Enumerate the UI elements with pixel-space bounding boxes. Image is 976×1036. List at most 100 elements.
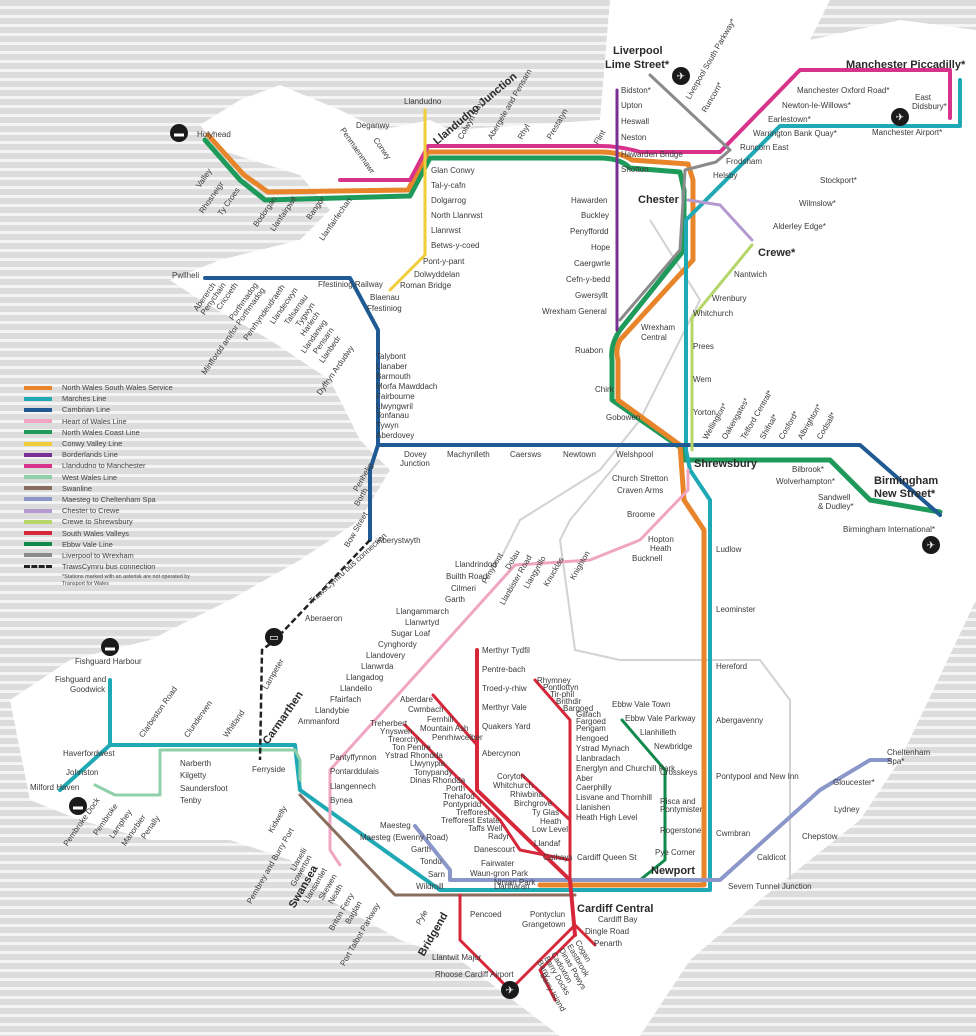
station-label[interactable]: Dinas Rhondda <box>410 776 466 785</box>
station-label[interactable]: Pontymister <box>660 805 703 814</box>
line-conwy-valley[interactable] <box>388 108 427 292</box>
line-marches[interactable] <box>58 78 962 892</box>
station-label[interactable]: East <box>915 93 932 102</box>
station-label[interactable]: Warrington Bank Quay* <box>753 129 837 138</box>
station-label[interactable]: Junction <box>400 459 430 468</box>
station-label[interactable]: Pontypool and New Inn <box>716 772 799 781</box>
station-label[interactable]: Manchester Oxford Road* <box>797 86 890 95</box>
station-label[interactable]: Fairwater <box>481 859 515 868</box>
station-label[interactable]: Trefforest Estate <box>441 816 500 825</box>
station-label[interactable]: Whitchurch <box>693 309 733 318</box>
line-valleys-treherbert[interactable] <box>403 723 572 862</box>
line-liverpool-wrexham[interactable] <box>618 73 732 322</box>
station-label[interactable]: Cardiff Bay <box>598 915 637 924</box>
station-label[interactable]: Narberth <box>180 759 211 768</box>
station-label[interactable]: Llangammarch <box>396 607 449 616</box>
station-label[interactable]: Rhoose Cardiff Airport <box>435 970 514 979</box>
station-label[interactable]: Bucknell <box>632 554 662 563</box>
station-label[interactable]: Leominster <box>716 605 756 614</box>
station-label[interactable]: Caerphilly <box>576 783 612 792</box>
station-label[interactable]: Coryton <box>497 772 525 781</box>
station-label[interactable]: Sandwell <box>818 493 851 502</box>
station-label[interactable]: Cilmeri <box>451 584 476 593</box>
station-label[interactable]: Crosskeys <box>660 768 697 777</box>
station-label[interactable]: Pencoed <box>470 910 502 919</box>
station-label[interactable]: Betws-y-coed <box>431 241 479 250</box>
station-label[interactable]: Manchester Piccadilly* <box>846 59 966 71</box>
station-label[interactable]: Llantwit Major <box>432 953 482 962</box>
station-label[interactable]: Frodsham <box>726 157 762 166</box>
station-label[interactable]: Holyhead <box>197 130 231 139</box>
station-label[interactable]: Penrhiwceiber <box>432 733 483 742</box>
station-label[interactable]: Heath <box>650 544 671 553</box>
line-maesteg-cheltenham[interactable] <box>413 758 892 882</box>
station-label[interactable]: Severn Tunnel Junction <box>728 882 812 891</box>
station-label[interactable]: Milford Haven <box>30 783 79 792</box>
line-valleys-merthyr[interactable] <box>475 648 577 937</box>
station-label[interactable]: Fishguard and <box>55 675 106 684</box>
station-label[interactable]: Prees <box>693 342 714 351</box>
station-label[interactable]: Llwynypia <box>410 759 446 768</box>
station-label[interactable]: Bidston* <box>621 86 651 95</box>
station-label[interactable]: Pontlottyn <box>543 683 579 692</box>
station-label[interactable]: Bilbrook* <box>792 465 824 474</box>
station-label[interactable]: Treherbert <box>370 719 408 728</box>
station-label[interactable]: Tonypandy <box>414 768 453 777</box>
station-label[interactable]: Central <box>641 333 667 342</box>
station-label[interactable]: Crewe* <box>758 247 796 259</box>
station-label[interactable]: Ton Pentre <box>392 743 431 752</box>
station-label[interactable]: Craven Arms <box>617 486 663 495</box>
station-label[interactable]: Maesteg <box>380 821 411 830</box>
line-llandudno-manchester[interactable] <box>338 68 952 182</box>
station-label[interactable]: Tonfanau <box>376 411 409 420</box>
station-label[interactable]: Rogerstone <box>660 826 702 835</box>
station-label[interactable]: Pontypridd <box>443 800 481 809</box>
station-label[interactable]: Dolgarrog <box>431 196 466 205</box>
station-label[interactable]: Garth <box>411 845 431 854</box>
station-label[interactable]: & Dudley* <box>818 502 854 511</box>
line-heart-of-wales[interactable] <box>328 468 690 867</box>
station-label[interactable]: Glan Conwy <box>431 166 475 175</box>
station-label[interactable]: Llanwrda <box>361 662 394 671</box>
station-label[interactable]: Danescourt <box>474 845 516 854</box>
station-label[interactable]: Ruabon <box>575 346 603 355</box>
station-label[interactable]: Fernhill <box>427 715 453 724</box>
station-label[interactable]: Bynea <box>330 796 353 805</box>
station-label[interactable]: Fairbourne <box>376 392 415 401</box>
station-label[interactable]: Ty Glas <box>532 808 559 817</box>
station-label[interactable]: Talybont <box>376 352 407 361</box>
station-label[interactable]: Merthyr Vale <box>482 703 527 712</box>
station-label[interactable]: Deganwy <box>356 121 389 130</box>
station-label[interactable]: Birmingham International* <box>843 525 935 534</box>
station-label[interactable]: Maesteg (Ewenny Road) <box>360 833 448 842</box>
station-label[interactable]: Waun-gron Park <box>470 869 529 878</box>
station-label[interactable]: Pentre-bach <box>482 665 526 674</box>
station-label[interactable]: Tir-phil <box>550 690 574 699</box>
station-label[interactable]: Hereford <box>716 662 747 671</box>
station-label[interactable]: Chirk <box>595 385 615 394</box>
station-label[interactable]: Pengam <box>576 724 606 733</box>
station-label[interactable]: Helsby <box>713 171 737 180</box>
station-label[interactable]: Llanharan <box>494 882 530 891</box>
line-chester-crewe[interactable] <box>686 198 754 242</box>
station-label[interactable]: Spa* <box>887 757 904 766</box>
station-label[interactable]: Cathays <box>543 853 572 862</box>
station-label[interactable]: Builth Road <box>446 572 487 581</box>
station-label[interactable]: Hopton <box>648 535 674 544</box>
station-label[interactable]: Welshpool <box>616 450 653 459</box>
station-label[interactable]: Chester <box>638 194 680 206</box>
station-label[interactable]: Rhiwbina <box>510 790 543 799</box>
station-label[interactable]: Cardiff Central <box>577 903 653 915</box>
station-label[interactable]: Llanishen <box>576 803 610 812</box>
station-label[interactable]: Newton-le-Willows* <box>782 101 851 110</box>
station-label[interactable]: Quakers Yard <box>482 722 531 731</box>
station-label[interactable]: Ffestiniog <box>367 304 402 313</box>
station-label[interactable]: Hawarden <box>571 196 607 205</box>
station-label[interactable]: Llanaber <box>376 362 407 371</box>
station-label[interactable]: Neston <box>621 133 646 142</box>
line-valleys-coryton[interactable] <box>520 773 572 822</box>
station-label[interactable]: Liverpool <box>613 45 663 57</box>
station-label[interactable]: Pontyclun <box>530 910 565 919</box>
station-label[interactable]: Gobowen <box>606 413 640 422</box>
station-label[interactable]: Saundersfoot <box>180 784 228 793</box>
